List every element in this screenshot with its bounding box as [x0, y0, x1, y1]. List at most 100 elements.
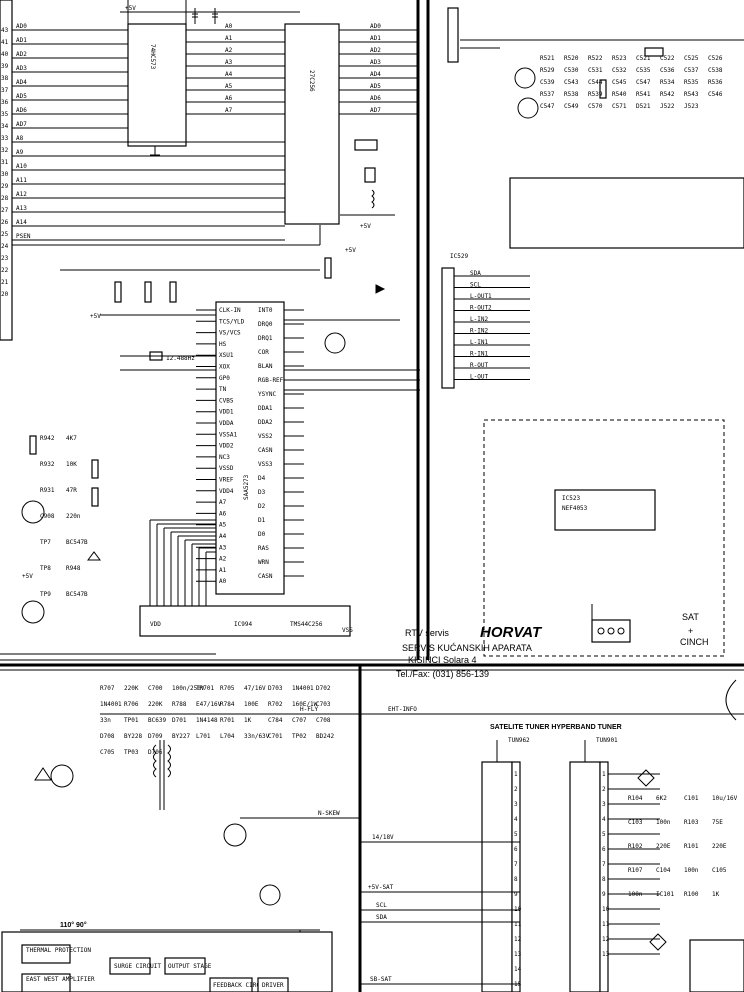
sat-tuner-pin: 13 — [514, 951, 522, 958]
if-part-label: R534 — [660, 79, 675, 86]
defl-part-label: D706 — [148, 749, 163, 756]
tuner-part-label: 220E — [712, 843, 727, 850]
sda-label: SDA — [376, 914, 387, 921]
tuner-part-label: R100 — [684, 891, 699, 898]
bus-label: A9 — [16, 149, 24, 156]
defl-part-label: R707 — [100, 685, 115, 692]
tuner-part-label: IC101 — [656, 891, 674, 898]
eprom-out-label: AD5 — [370, 83, 381, 90]
left-pin-number: 43 — [1, 27, 9, 34]
defl-part-label: 160E/1W — [292, 701, 318, 708]
defl-part-label: C707 — [292, 717, 307, 724]
saa-pin-left: VDD1 — [219, 409, 234, 416]
sat-label: SAT — [682, 612, 699, 622]
left-pin-number: 37 — [1, 87, 9, 94]
if-pin-label: SCL — [470, 282, 481, 289]
if-pin-label: L-OUT1 — [470, 293, 492, 300]
hyper-tuner-pin: 5 — [602, 831, 606, 838]
tuner-part-label: 6K2 — [656, 795, 667, 802]
eastwest-block: EAST WEST AMPLIFIER — [26, 976, 95, 983]
bus-label: AD5 — [16, 93, 27, 100]
eprom-out-label: AD3 — [370, 59, 381, 66]
defl-part-label: 220K — [148, 701, 163, 708]
if-part-label: C537 — [684, 67, 699, 74]
if-part-label: R529 — [540, 67, 555, 74]
tuner-part-label: R103 — [684, 819, 699, 826]
left-pin-number: 25 — [1, 231, 9, 238]
left-part-label: R948 — [66, 565, 81, 572]
eprom-out-label: AD4 — [370, 71, 381, 78]
dram-bus-lines — [149, 519, 216, 606]
defl-part-label: 220K — [124, 685, 139, 692]
defl-part-label: 33n — [100, 717, 111, 724]
saa-pin-left: NC3 — [219, 454, 230, 461]
sat-tuner-ref: TUN962 — [508, 737, 530, 744]
if-part-label: C525 — [684, 55, 699, 62]
if-part-label: J522 — [660, 103, 675, 110]
latch-out-label: A2 — [225, 47, 233, 54]
saa-pin-right: D1 — [258, 517, 266, 524]
if-part-label: J523 — [684, 103, 699, 110]
if-part-label: R540 — [612, 91, 627, 98]
hyper-tuner-pin: 10 — [602, 906, 610, 913]
saa-pin-left: VDD4 — [219, 488, 234, 495]
defl-part-label: BD242 — [316, 733, 334, 740]
saa-pin-left: A0 — [219, 578, 227, 585]
defl-part-label: C700 — [148, 685, 163, 692]
left-pin-number: 31 — [1, 159, 9, 166]
eprom-out-label: AD2 — [370, 47, 381, 54]
sat-tuner-pin: 1 — [514, 771, 518, 778]
latch-out-label: A4 — [225, 71, 233, 78]
left-pin-number: 23 — [1, 255, 9, 262]
left-pin-number: 29 — [1, 183, 9, 190]
power-caps-top: +5V — [120, 5, 300, 24]
v14-label: 14/18V — [372, 834, 394, 841]
saa-pin-left: VDDA — [219, 420, 234, 427]
if-part-label: C547 — [540, 103, 555, 110]
saa-pin-right: BLAN — [258, 363, 273, 370]
v5sat-label: +5V-SAT — [368, 884, 394, 891]
if-part-label: D521 — [636, 103, 651, 110]
if-connector — [441, 7, 459, 389]
sat-tuner-pin: 10 — [514, 906, 522, 913]
saa-pin-left: A3 — [219, 544, 227, 551]
left-part-label: BC547B — [66, 539, 88, 546]
eprom-out-label: AD1 — [370, 35, 381, 42]
bus-label: AD3 — [16, 65, 27, 72]
output-block: OUTPUT STAGE — [168, 963, 212, 970]
sat-tuner-pin: 12 — [514, 936, 522, 943]
defl-part-label: TP03 — [124, 749, 139, 756]
left-pin-number: 20 — [1, 291, 9, 298]
saa-pin-left: VS/VCS — [219, 330, 241, 337]
sat-tuner-pin: 14 — [514, 966, 522, 973]
if-pin-label: SDA — [470, 270, 481, 277]
scl-label: SCL — [376, 902, 387, 909]
defl-part-label: 100n/250V — [172, 685, 205, 692]
if-part-label: C539 — [540, 79, 555, 86]
hfly-label: H-FLY — [300, 706, 318, 713]
if-part-label: C522 — [660, 55, 675, 62]
if-part-label: R523 — [612, 55, 627, 62]
left-pin-number: 33 — [1, 135, 9, 142]
defl-part-label: BY227 — [172, 733, 190, 740]
tuner-part-label: 75E — [712, 819, 723, 826]
saa-pin-left: A5 — [219, 522, 227, 529]
saa-pin-left: A6 — [219, 510, 227, 517]
if-part-label: C526 — [708, 55, 723, 62]
plus5v-top: +5V — [125, 5, 136, 12]
if-pin-label: L-IN1 — [470, 339, 488, 346]
defl-part-label: R784 — [220, 701, 235, 708]
plus5v-saa: +5V — [90, 313, 101, 320]
tuner-section: SATELITE TUNER HYPERBAND TUNER TUN962 TU… — [360, 679, 744, 992]
nef-block: IC523 NEF4053 SAT + CINCH — [483, 419, 725, 657]
saa-pin-left: VSSD — [219, 465, 234, 472]
left-part-label: 220n — [66, 513, 81, 520]
hyper-tuner-pin: 13 — [602, 951, 610, 958]
hyper-tuner-pin: 4 — [602, 816, 606, 823]
nef-ref: IC523 — [562, 495, 580, 502]
defl-part-label: C703 — [316, 701, 331, 708]
left-pin-number: 35 — [1, 111, 9, 118]
bus-label: A14 — [16, 219, 27, 226]
eprom-chip: 27C256 — [284, 23, 340, 225]
